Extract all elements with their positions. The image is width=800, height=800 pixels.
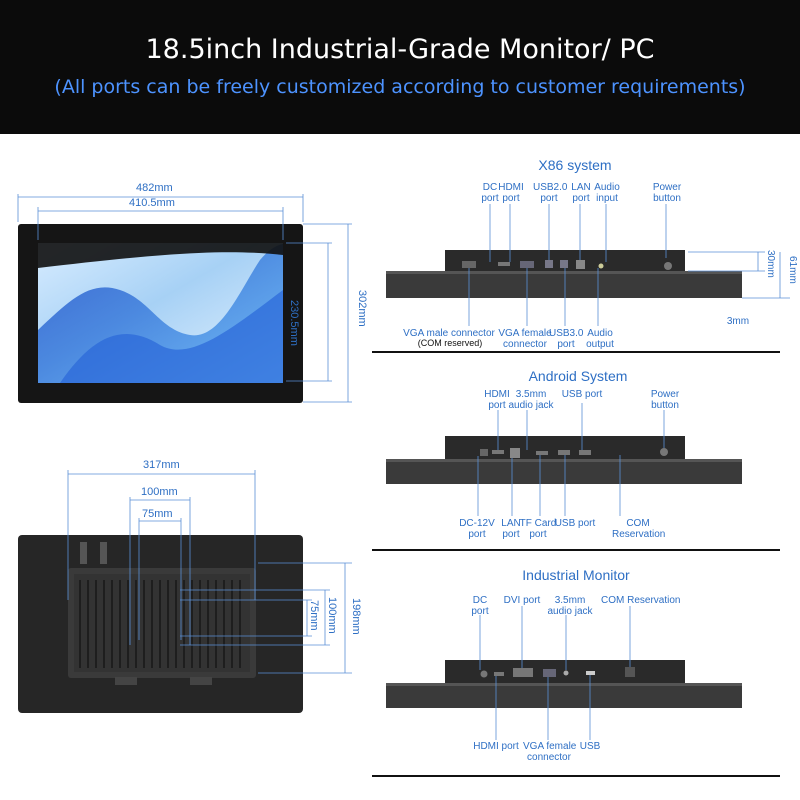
industrial-title: Industrial Monitor bbox=[522, 567, 630, 583]
front-monitor-image bbox=[18, 224, 303, 403]
android-side-image bbox=[386, 436, 742, 484]
vesa-100-label: 100mm bbox=[141, 486, 178, 498]
back-dim-lines bbox=[67, 470, 352, 674]
android-dc-label: DC-12V port bbox=[459, 518, 495, 540]
x86-hdmi-label: HDMI port bbox=[498, 182, 524, 204]
front-view-height-label: 230.5mm bbox=[288, 300, 300, 346]
vesa-100-v-label: 100mm bbox=[326, 597, 338, 634]
industrial-vga-label: VGA female connector bbox=[523, 741, 577, 763]
front-view-width-label: 410.5mm bbox=[129, 197, 175, 209]
vesa-75-v-label: 75mm bbox=[308, 600, 320, 631]
android-usb-bottom-label: USB port bbox=[554, 518, 596, 529]
x86-lan-label: LAN port bbox=[571, 182, 591, 204]
android-title: Android System bbox=[528, 368, 628, 384]
industrial-hdmi-label: HDMI port bbox=[473, 741, 519, 752]
page-title: 18.5inch Industrial-Grade Monitor/ PC bbox=[145, 34, 655, 65]
android-hdmi-label: HDMI port bbox=[484, 389, 510, 411]
android-power-label: Power button bbox=[650, 389, 680, 411]
x86-vga-female-label: VGA female connector bbox=[498, 328, 552, 350]
android-tf-label: TF Card port bbox=[519, 518, 557, 540]
x86-dim-30-label: 30mm bbox=[765, 250, 776, 278]
android-leaders bbox=[477, 403, 665, 516]
x86-leaders bbox=[468, 204, 790, 326]
x86-vga-male-label: VGA male connector bbox=[403, 328, 495, 339]
industrial-dc-label: DC port bbox=[471, 595, 489, 617]
x86-dim-61-label: 61mm bbox=[787, 256, 798, 284]
android-com-label: COM Reservation bbox=[612, 518, 666, 540]
back-width-label: 317mm bbox=[143, 459, 180, 471]
android-usb-top-label: USB port bbox=[561, 389, 603, 400]
x86-power-label: Power button bbox=[652, 182, 682, 204]
industrial-audio-label: 3.5mm audio jack bbox=[547, 595, 593, 617]
front-dim-lines bbox=[17, 194, 352, 403]
vesa-75-label: 75mm bbox=[142, 508, 173, 520]
back-monitor-image bbox=[18, 535, 303, 713]
android-audio-label: 3.5mm audio jack bbox=[508, 389, 554, 411]
back-height-label: 198mm bbox=[350, 598, 362, 635]
x86-title: X86 system bbox=[538, 157, 612, 173]
x86-dc-label: DC port bbox=[481, 182, 499, 204]
x86-com-reserved-label: (COM reserved) bbox=[417, 338, 483, 348]
industrial-side-image bbox=[386, 660, 742, 708]
x86-usb2-label: USB2.0 port bbox=[533, 182, 568, 204]
industrial-usb-label: USB bbox=[579, 741, 601, 752]
front-height-label: 302mm bbox=[356, 290, 368, 327]
page-subtitle: (All ports can be freely customized acco… bbox=[54, 76, 746, 98]
x86-usb3-label: USB3.0 port bbox=[549, 328, 584, 350]
front-width-label: 482mm bbox=[136, 182, 173, 194]
header-banner: 18.5inch Industrial-Grade Monitor/ PC (A… bbox=[0, 0, 800, 134]
x86-audio-out-label: Audio output bbox=[586, 328, 614, 350]
industrial-com-label: COM Reservation bbox=[601, 595, 681, 606]
x86-audio-in-label: Audio input bbox=[594, 182, 620, 204]
industrial-leaders bbox=[479, 606, 631, 740]
x86-side-image bbox=[386, 250, 742, 298]
x86-dim-3-label: 3mm bbox=[726, 316, 750, 327]
industrial-dvi-label: DVI port bbox=[503, 595, 541, 606]
android-lan-label: LAN port bbox=[501, 518, 521, 540]
